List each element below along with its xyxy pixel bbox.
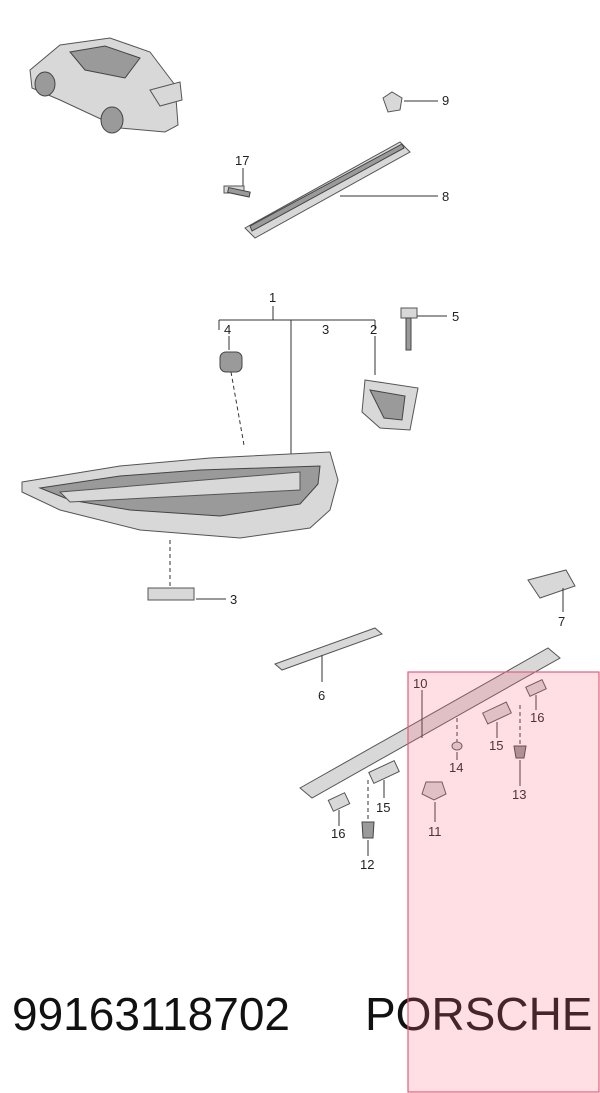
highlight-overlay [407,671,600,1093]
callout-8: 8 [442,189,449,204]
callout-13: 13 [512,787,526,802]
part-number-text: 99163118702 [12,988,290,1040]
callout-15-left: 15 [376,800,390,815]
callout-14: 14 [449,760,463,775]
callout-3: 3 [230,592,237,607]
callout-1-bracket [218,306,376,455]
callout-11: 11 [428,824,442,839]
callout-16-right: 16 [530,710,544,725]
part-6-reflector [274,627,383,682]
callout-17: 17 [235,153,249,168]
part-7-connector [527,569,576,612]
part-2-bracket [361,336,419,431]
main-tail-light [21,451,339,586]
part-9-clip [382,91,438,113]
brand-text: PORSCHE [365,988,592,1040]
car-thumbnail [29,37,183,134]
part-17-bolt [223,168,251,198]
part-8-bar [244,141,438,239]
callout-3-group: 3 [322,322,329,337]
callout-4: 4 [224,322,231,337]
callout-10: 10 [413,676,427,691]
callout-7: 7 [558,614,565,629]
small-fasteners [327,679,547,856]
part-4-grommet [219,336,245,446]
part-10-long-bar [299,647,561,799]
callout-6: 6 [318,688,325,703]
callout-1: 1 [269,290,276,305]
callout-15-right: 15 [489,738,503,753]
callout-16-left: 16 [331,826,345,841]
callout-2: 2 [370,322,377,337]
part-3-strip [147,587,226,601]
callout-5: 5 [452,309,459,324]
part-5-screw [400,307,447,351]
callout-9: 9 [442,93,449,108]
callout-12: 12 [360,857,374,872]
